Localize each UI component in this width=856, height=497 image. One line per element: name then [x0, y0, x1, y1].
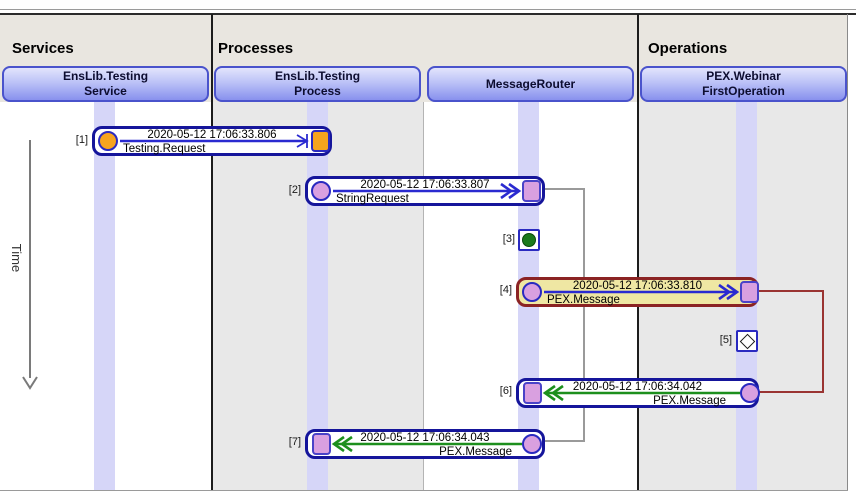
section-title-processes: Processes — [218, 40, 294, 57]
target-endpoint-icon — [311, 130, 330, 152]
target-endpoint-icon — [522, 180, 541, 202]
request-arrow-icon — [120, 134, 309, 148]
response-arrow-icon — [331, 435, 522, 453]
diagram-top-border — [0, 13, 856, 15]
section-divider-services-processes — [211, 14, 213, 491]
connector-gray-seg — [545, 440, 585, 442]
section-title-operations: Operations — [648, 40, 728, 57]
section-divider-processes-operations — [637, 14, 639, 491]
source-endpoint-icon — [311, 181, 331, 201]
connector-gray-seg — [545, 188, 585, 190]
event-5[interactable] — [736, 330, 758, 352]
source-endpoint-icon — [522, 434, 542, 454]
lane-header-label: MessageRouter — [485, 76, 576, 91]
response-arrow-icon — [542, 384, 740, 402]
lane-header-operation: PEX.Webinar FirstOperation — [640, 66, 847, 102]
event-timestamp: 2020-05-12 17:06:33.807 — [360, 179, 490, 191]
lifeline-service — [94, 102, 115, 490]
time-axis-arrowhead — [22, 376, 38, 390]
event-message-type: PEX.Message — [547, 294, 620, 306]
lane-header-service: EnsLib.Testing Service — [2, 66, 209, 102]
request-arrow-icon — [333, 182, 522, 200]
message-event-6[interactable]: 2020-05-12 17:06:34.042 PEX.Message — [516, 378, 760, 408]
event-number: [5] — [719, 334, 732, 346]
event-timestamp: 2020-05-12 17:06:33.810 — [572, 280, 703, 292]
event-message-type: Testing.Request — [123, 143, 206, 155]
event-number: [1] — [75, 134, 88, 146]
green-status-dot-icon — [522, 233, 536, 247]
lane-header-label: PEX.Webinar — [706, 69, 781, 83]
diagram-right-border — [847, 14, 848, 491]
event-number: [7] — [288, 436, 301, 448]
lane-header-messagerouter: MessageRouter — [427, 66, 634, 102]
event-message-type: StringRequest — [336, 193, 409, 205]
diagram-bottom-border — [0, 490, 848, 491]
lane-header-label: Service — [84, 84, 127, 98]
lane-divider-process-router — [423, 102, 424, 490]
source-endpoint-icon — [98, 131, 118, 151]
top-divider-line — [0, 9, 856, 10]
connector-red-seg — [757, 290, 824, 292]
lane-header-label: FirstOperation — [702, 84, 785, 98]
event-number: [2] — [288, 184, 301, 196]
status-event-3[interactable] — [518, 229, 540, 251]
event-timestamp: 2020-05-12 17:06:34.042 — [572, 381, 703, 393]
source-endpoint-icon — [522, 282, 542, 302]
event-number: [6] — [499, 385, 512, 397]
lane-header-label: Process — [294, 84, 341, 98]
source-endpoint-icon — [740, 383, 760, 403]
section-title-services: Services — [12, 40, 74, 57]
event-number: [4] — [499, 284, 512, 296]
event-timestamp: 2020-05-12 17:06:34.043 — [360, 432, 490, 444]
time-axis-label: Time — [9, 243, 24, 273]
message-event-2[interactable]: 2020-05-12 17:06:33.807 StringRequest — [305, 176, 545, 206]
diamond-event-icon — [739, 333, 755, 349]
lane-header-label: EnsLib.Testing — [62, 69, 149, 83]
connector-gray-seg — [583, 188, 585, 442]
lane-header-label: EnsLib.Testing — [274, 69, 361, 83]
connector-red-seg — [822, 290, 824, 393]
message-event-4-selected[interactable]: 2020-05-12 17:06:33.810 PEX.Message — [516, 277, 759, 307]
lane-header-process: EnsLib.Testing Process — [214, 66, 421, 102]
message-event-7[interactable]: 2020-05-12 17:06:34.043 PEX.Message — [305, 429, 545, 459]
event-message-type: PEX.Message — [439, 446, 512, 458]
time-axis-line — [29, 140, 31, 378]
event-message-type: PEX.Message — [653, 395, 726, 407]
connector-red-seg — [757, 391, 824, 393]
event-number: [3] — [502, 233, 515, 245]
event-timestamp: 2020-05-12 17:06:33.806 — [147, 129, 277, 141]
target-endpoint-icon — [312, 433, 331, 455]
target-endpoint-icon — [523, 382, 542, 404]
target-endpoint-icon — [740, 281, 759, 303]
request-arrow-icon — [544, 283, 740, 301]
message-event-1[interactable]: 2020-05-12 17:06:33.806 Testing.Request — [92, 126, 332, 156]
